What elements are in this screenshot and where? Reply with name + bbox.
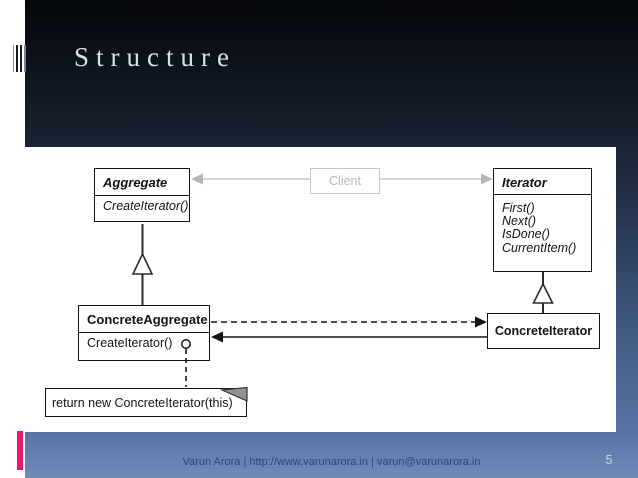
class-method: CreateIterator() xyxy=(103,199,189,213)
uml-class-client: Client xyxy=(310,168,380,194)
class-method: First() xyxy=(502,201,535,215)
accent-bar xyxy=(17,431,23,470)
class-name: Aggregate xyxy=(95,169,189,196)
class-method: CreateIterator() xyxy=(87,336,173,350)
class-name: ConcreteIterator xyxy=(494,324,593,338)
uml-class-iterator: Iterator First() Next() IsDone() Current… xyxy=(493,168,592,272)
class-name: ConcreteAggregate xyxy=(79,306,209,333)
note-text: return new ConcreteIterator(this) xyxy=(52,395,233,410)
class-method: IsDone() xyxy=(502,227,550,242)
class-name: Client xyxy=(329,174,361,188)
class-method: CurrentItem() xyxy=(502,240,577,255)
page-number: 5 xyxy=(605,453,613,467)
uml-class-aggregate: Aggregate CreateIterator() xyxy=(94,168,190,222)
class-method: Next() xyxy=(502,214,537,229)
class-name: Iterator xyxy=(494,169,591,195)
footer-text: Varun Arora | http://www.varunarora.in |… xyxy=(182,456,481,468)
slide-title: Structure xyxy=(74,42,236,72)
code-note-box: return new ConcreteIterator(this) xyxy=(45,388,247,417)
stripes-icon xyxy=(13,45,26,72)
uml-class-concrete-aggregate: ConcreteAggregate CreateIterator() xyxy=(78,305,210,361)
uml-class-concrete-iterator: ConcreteIterator xyxy=(487,313,600,349)
